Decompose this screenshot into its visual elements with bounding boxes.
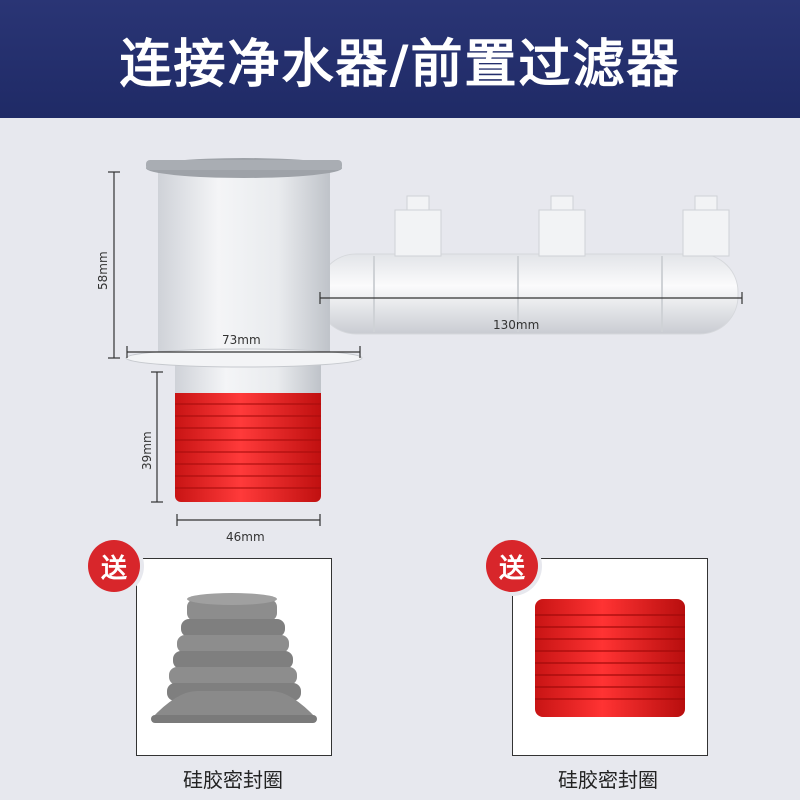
product-illustration — [108, 158, 743, 526]
gift-card-red — [512, 558, 708, 756]
dimension-width-pipe: 130mm — [493, 318, 540, 332]
gift-caption-1: 硅胶密封圈 — [183, 768, 283, 792]
gift-badge-2: 送 — [486, 540, 538, 592]
gift-badge-1: 送 — [88, 540, 140, 592]
main-cylinder — [125, 158, 363, 368]
gray-seal-image — [151, 593, 317, 723]
dimension-width-top: 73mm — [222, 333, 261, 347]
red-seal-attached — [175, 372, 321, 502]
dimension-lines — [108, 171, 743, 526]
dimension-height-seal: 39mm — [140, 431, 154, 470]
dimension-height-body: 58mm — [96, 251, 110, 290]
red-seal-image — [535, 599, 685, 717]
page-title: 连接净水器/前置过滤器 — [119, 34, 681, 95]
gift-card-gray — [136, 558, 332, 756]
dimension-width-seal: 46mm — [226, 530, 265, 544]
header-banner: 连接净水器/前置过滤器 — [0, 0, 800, 118]
horizontal-pipe — [317, 195, 739, 335]
gift-caption-2: 硅胶密封圈 — [558, 768, 658, 792]
